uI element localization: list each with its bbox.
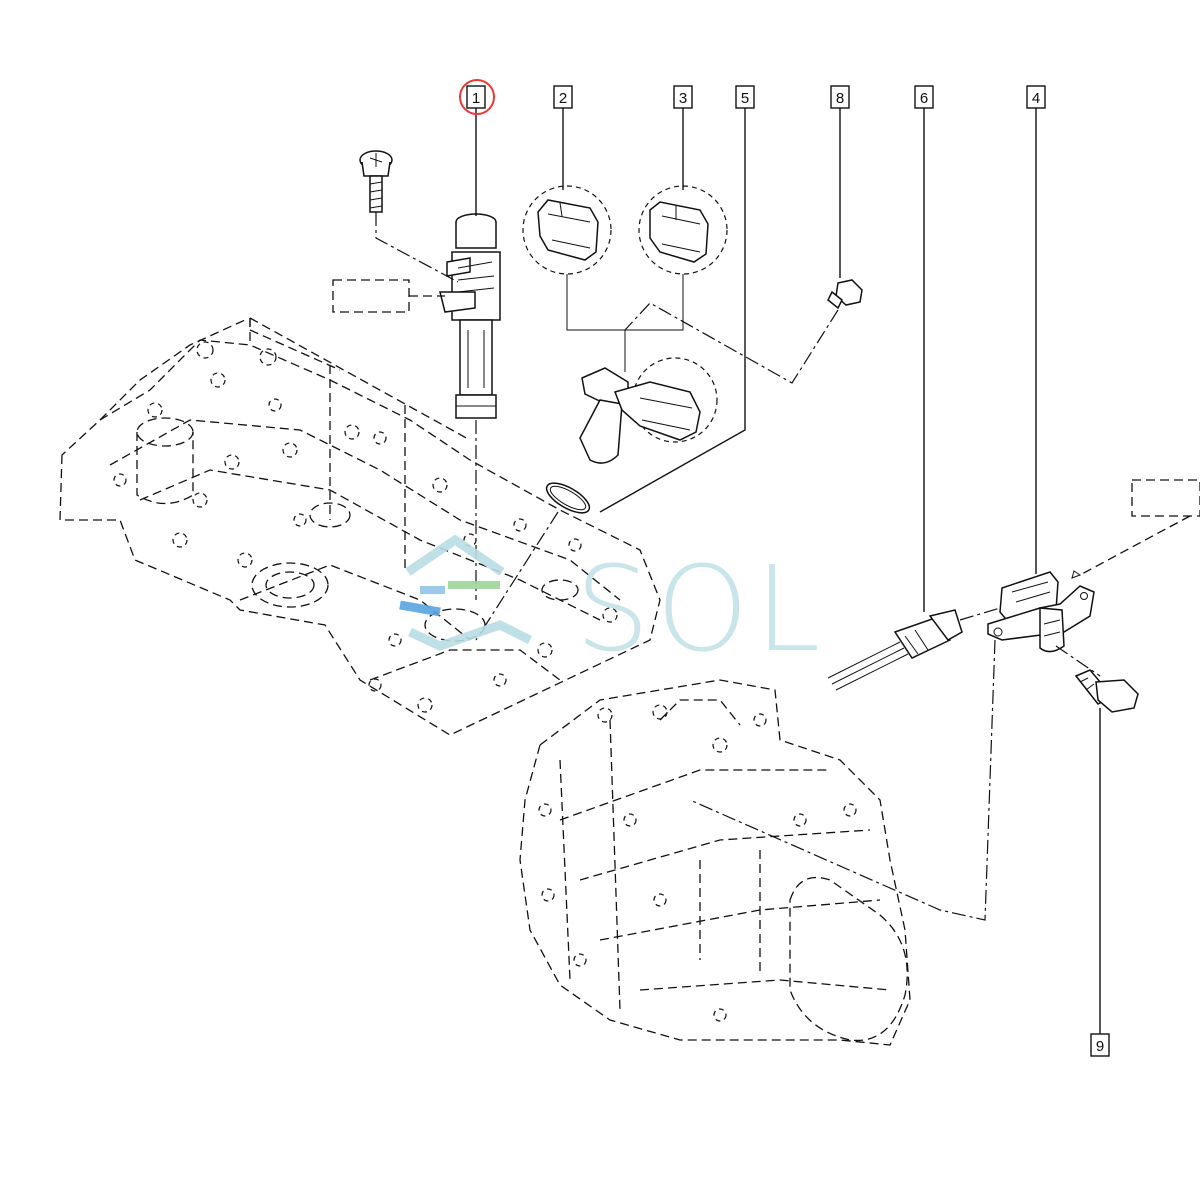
callout-4: 4 (1026, 85, 1046, 109)
part-2-connector-detail (522, 185, 612, 275)
watermark: SOL (399, 534, 827, 678)
watermark-text: SOL (575, 540, 827, 678)
callout-6-label: 6 (920, 90, 928, 107)
callout-1-highlight (459, 79, 495, 115)
transmission-outline (519, 679, 911, 1046)
part-5-sensor (579, 357, 718, 464)
callout-3-label: 3 (679, 90, 687, 107)
engine-block-outline (59, 317, 661, 736)
callout-8: 8 (830, 85, 850, 109)
o-ring (545, 482, 591, 514)
callout-2-label: 2 (559, 90, 567, 107)
watermark-logo-icon (399, 534, 533, 651)
callout-5: 5 (735, 85, 755, 109)
callout-2: 2 (553, 85, 573, 109)
part-8-bolt (827, 279, 863, 310)
part-4-sensor (987, 571, 1095, 653)
part-6-wiring-harness (827, 609, 963, 691)
callout-9-label: 9 (1096, 1038, 1104, 1055)
callout-6: 6 (914, 85, 934, 109)
callout-8-label: 8 (836, 90, 844, 107)
empty-label-box-left (332, 279, 410, 313)
part-3-connector-detail (638, 185, 728, 275)
part-1-camshaft-sensor (439, 213, 501, 419)
callout-9: 9 (1090, 1033, 1110, 1057)
callout-1-label: 1 (472, 90, 480, 107)
callout-1: 1 (459, 79, 495, 115)
callout-3: 3 (673, 85, 693, 109)
part-9-bolt (1074, 669, 1139, 713)
callout-leaders (475, 108, 1101, 1034)
callout-5-label: 5 (741, 90, 749, 107)
empty-label-box-right (1131, 479, 1200, 517)
callout-4-label: 4 (1032, 90, 1040, 107)
mounting-screw (359, 150, 393, 213)
